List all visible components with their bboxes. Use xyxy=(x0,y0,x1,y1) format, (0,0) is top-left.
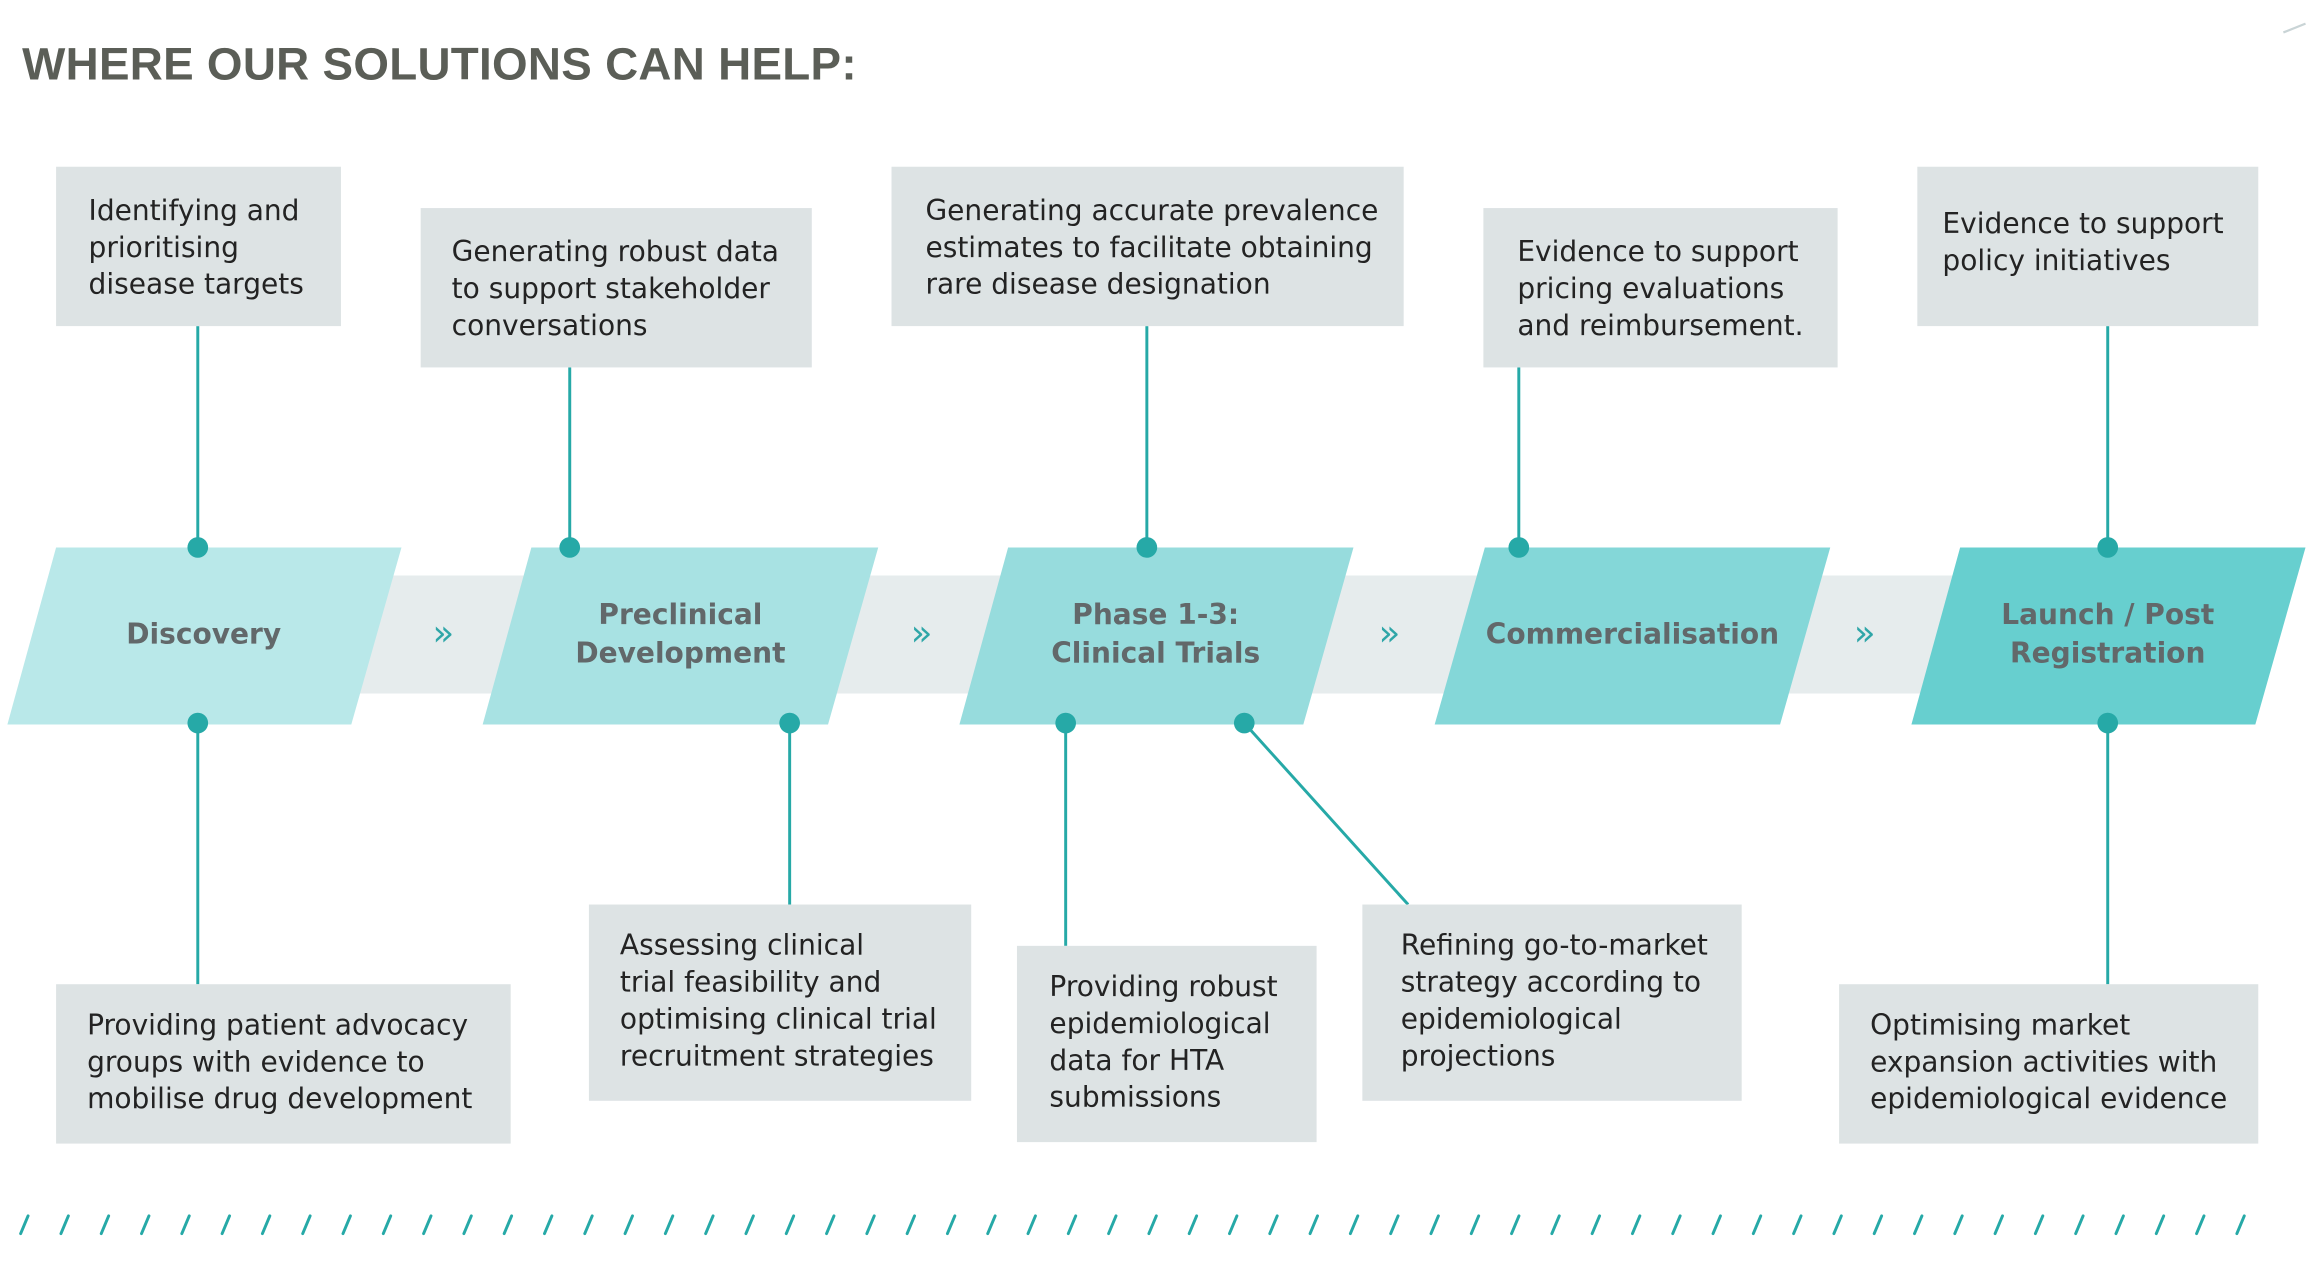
slash-mark xyxy=(1026,1214,1037,1236)
slash-mark xyxy=(220,1214,231,1236)
slash-mark xyxy=(422,1214,433,1236)
slash-mark xyxy=(905,1214,917,1236)
slash-mark xyxy=(1993,1214,2004,1236)
slash-mark xyxy=(1066,1214,1078,1236)
stage-shape-commercialisation xyxy=(1434,547,1831,725)
connector-dot xyxy=(1233,712,1255,734)
page-title: WHERE OUR SOLUTIONS CAN HELP: xyxy=(22,38,857,91)
slash-mark xyxy=(704,1214,715,1236)
slash-mark xyxy=(986,1214,997,1236)
slash-mark xyxy=(2195,1214,2206,1236)
slash-mark xyxy=(1953,1214,1964,1236)
connector-dot xyxy=(2097,712,2119,734)
slash-mark xyxy=(180,1214,191,1236)
connector-dot xyxy=(2097,537,2119,558)
connector-dot xyxy=(187,712,209,734)
slash-mark xyxy=(341,1214,352,1236)
slash-mark xyxy=(381,1214,393,1236)
slash-mark xyxy=(1832,1214,1843,1236)
chevron-right-icon: » xyxy=(1378,612,1401,654)
slash-mark xyxy=(59,1214,70,1236)
stage-discovery: Discovery xyxy=(126,618,282,651)
slash-mark xyxy=(2114,1214,2125,1236)
slash-mark xyxy=(1187,1214,1199,1236)
slash-mark xyxy=(543,1214,554,1236)
slash-mark xyxy=(99,1214,111,1236)
stage-shape-clinical-trials xyxy=(959,547,1354,725)
chevron-right-icon: » xyxy=(1853,612,1876,654)
slash-mark xyxy=(825,1214,836,1236)
corner-mark xyxy=(2282,22,2306,34)
chevron-right-icon: » xyxy=(910,612,933,654)
connector-dot xyxy=(187,537,209,558)
stage-shape-launch xyxy=(1911,547,2306,725)
slash-mark xyxy=(19,1214,30,1236)
slash-mark xyxy=(260,1214,272,1236)
slash-mark xyxy=(1550,1214,1561,1236)
slash-mark xyxy=(1429,1214,1440,1236)
connector-dot xyxy=(779,712,800,734)
slash-mark xyxy=(1389,1214,1400,1236)
slash-mark xyxy=(1913,1214,1924,1236)
slash-mark xyxy=(140,1214,151,1236)
slash-mark xyxy=(583,1214,594,1236)
decorative-slash-rule xyxy=(19,1214,2246,1236)
stage-shape-discovery xyxy=(7,547,402,725)
connector-dot xyxy=(1508,537,1530,558)
chevron-right-icon: » xyxy=(432,612,455,654)
slash-mark xyxy=(945,1214,957,1236)
slash-mark xyxy=(1268,1214,1279,1236)
connector-line xyxy=(1243,722,1410,906)
slash-mark xyxy=(1711,1214,1722,1236)
slash-mark xyxy=(663,1214,675,1236)
slash-mark xyxy=(301,1214,312,1236)
slash-mark xyxy=(1228,1214,1239,1236)
slash-mark xyxy=(744,1214,755,1236)
slash-mark xyxy=(1671,1214,1682,1236)
slash-mark xyxy=(1510,1214,1521,1236)
slash-mark xyxy=(462,1214,473,1236)
stage-shape-preclinical xyxy=(482,547,879,725)
slash-mark xyxy=(2154,1214,2166,1236)
connector-dot xyxy=(1055,712,1077,734)
slash-mark xyxy=(2235,1214,2246,1236)
slash-mark xyxy=(1872,1214,1884,1236)
slash-mark xyxy=(1147,1214,1158,1236)
slash-mark xyxy=(1308,1214,1319,1236)
slash-mark xyxy=(623,1214,634,1236)
slash-mark xyxy=(1630,1214,1642,1236)
slash-mark xyxy=(1348,1214,1360,1236)
stage-commercialisation: Commercialisation xyxy=(1485,618,1780,651)
slash-mark xyxy=(784,1214,796,1236)
slash-mark xyxy=(1792,1214,1803,1236)
slash-mark xyxy=(1751,1214,1763,1236)
slash-mark xyxy=(1469,1214,1481,1236)
slash-mark xyxy=(865,1214,876,1236)
slash-mark xyxy=(1107,1214,1118,1236)
slash-mark xyxy=(1590,1214,1602,1236)
slash-mark xyxy=(2033,1214,2045,1236)
slash-mark xyxy=(502,1214,514,1236)
stage-clinical-trials: Phase 1-3:Clinical Trials xyxy=(1051,599,1261,670)
connector-dot xyxy=(559,537,581,558)
connector-dot xyxy=(1136,537,1158,558)
slash-mark xyxy=(2074,1214,2085,1236)
